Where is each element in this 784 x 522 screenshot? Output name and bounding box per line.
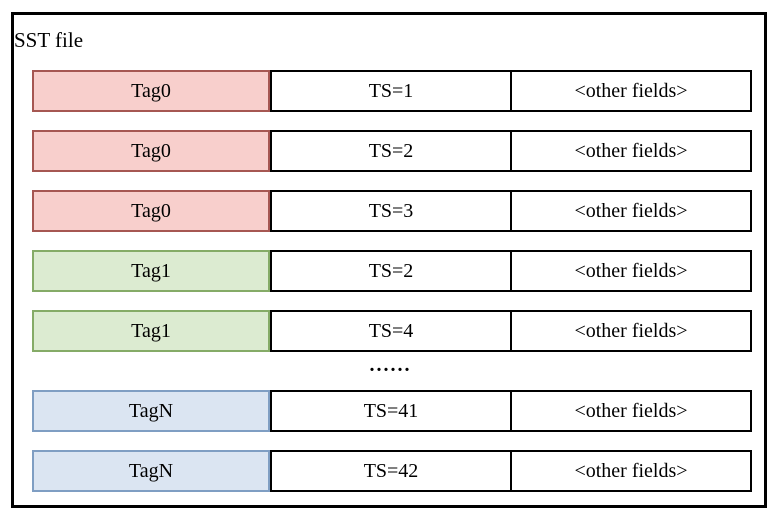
fields-box: TS=3 <other fields>: [270, 190, 752, 232]
timestamp-cell: TS=42: [363, 459, 419, 482]
fields-box: TS=1 <other fields>: [270, 70, 752, 112]
record-row: TagN TS=42 <other fields>: [32, 450, 752, 492]
record-row: TagN TS=41 <other fields>: [32, 390, 752, 432]
tag-cell: Tag0: [32, 130, 270, 172]
timestamp-cell: TS=2: [368, 139, 414, 162]
other-fields-cell: <other fields>: [510, 192, 750, 230]
diagram-title: SST file: [14, 28, 84, 52]
tag-cell: TagN: [32, 450, 270, 492]
other-fields-cell: <other fields>: [510, 72, 750, 110]
timestamp-cell: TS=4: [368, 319, 414, 342]
fields-box: TS=41 <other fields>: [270, 390, 752, 432]
timestamp-cell: TS=3: [368, 199, 414, 222]
record-row: Tag1 TS=2 <other fields>: [32, 250, 752, 292]
fields-box: TS=42 <other fields>: [270, 450, 752, 492]
fields-box: TS=2 <other fields>: [270, 130, 752, 172]
fields-box: TS=2 <other fields>: [270, 250, 752, 292]
timestamp-cell: TS=2: [368, 259, 414, 282]
other-fields-cell: <other fields>: [510, 132, 750, 170]
tag-cell: Tag1: [32, 310, 270, 352]
tag-cell: Tag0: [32, 190, 270, 232]
ellipsis-label: ......: [369, 354, 412, 376]
record-row: Tag0 TS=2 <other fields>: [32, 130, 752, 172]
other-fields-cell: <other fields>: [510, 392, 750, 430]
timestamp-cell: TS=41: [363, 399, 419, 422]
tag-cell: TagN: [32, 390, 270, 432]
tag-cell: Tag0: [32, 70, 270, 112]
record-row: Tag1 TS=4 <other fields>: [32, 310, 752, 352]
tag-cell: Tag1: [32, 250, 270, 292]
other-fields-cell: <other fields>: [510, 452, 750, 490]
record-row: Tag0 TS=1 <other fields>: [32, 70, 752, 112]
record-row: Tag0 TS=3 <other fields>: [32, 190, 752, 232]
fields-box: TS=4 <other fields>: [270, 310, 752, 352]
other-fields-cell: <other fields>: [510, 312, 750, 350]
other-fields-cell: <other fields>: [510, 252, 750, 290]
timestamp-cell: TS=1: [368, 79, 414, 102]
